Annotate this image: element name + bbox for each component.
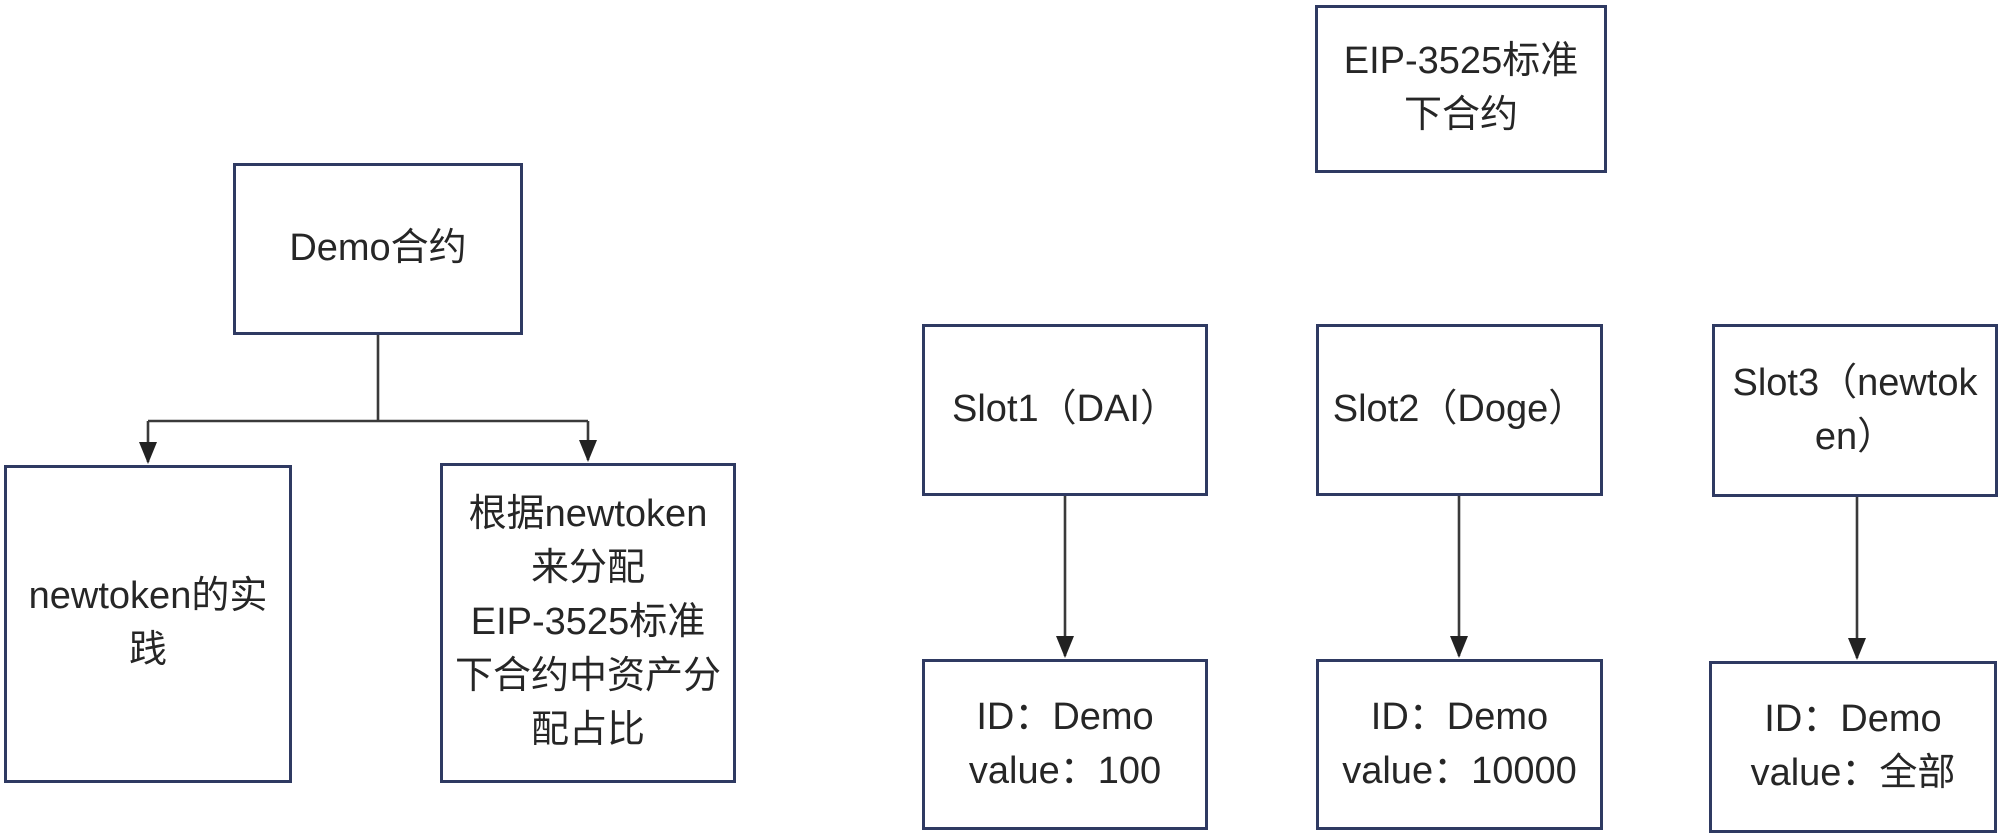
newtoken-practice-label: newtoken的实 践 [28,575,268,671]
slot1-label: Slot1（DAI） [952,388,1178,431]
slot2-node: Slot2（Doge） [1316,324,1603,496]
slot3-detail-node: ID：Demo value：全部 [1709,661,1997,833]
allocation-node: 根据newtoken 来分配 EIP-3525标准 下合约中资产分 配占比 [440,463,736,783]
slot1-node: Slot1（DAI） [922,324,1208,496]
allocation-label: 根据newtoken 来分配 EIP-3525标准 下合约中资产分 配占比 [454,493,721,751]
slot1-detail-label: ID：Demo value：100 [968,695,1162,792]
slot2-detail-node: ID：Demo value：10000 [1316,659,1603,830]
slot2-label: Slot2（Doge） [1332,388,1587,431]
demo-contract-label: Demo合约 [289,227,467,270]
newtoken-practice-node: newtoken的实 践 [4,465,292,783]
slot3-node: Slot3（newtok en） [1712,324,1998,497]
eip3525-contract-node: EIP-3525标准 下合约 [1315,5,1607,173]
demo-contract-node: Demo合约 [233,163,523,335]
slot1-detail-node: ID：Demo value：100 [922,659,1208,830]
slot3-detail-label: ID：Demo value：全部 [1750,698,1956,794]
eip3525-contract-label: EIP-3525标准 下合约 [1343,40,1579,136]
slot2-detail-label: ID：Demo value：10000 [1342,695,1577,792]
slot3-label: Slot3（newtok en） [1732,361,1978,458]
